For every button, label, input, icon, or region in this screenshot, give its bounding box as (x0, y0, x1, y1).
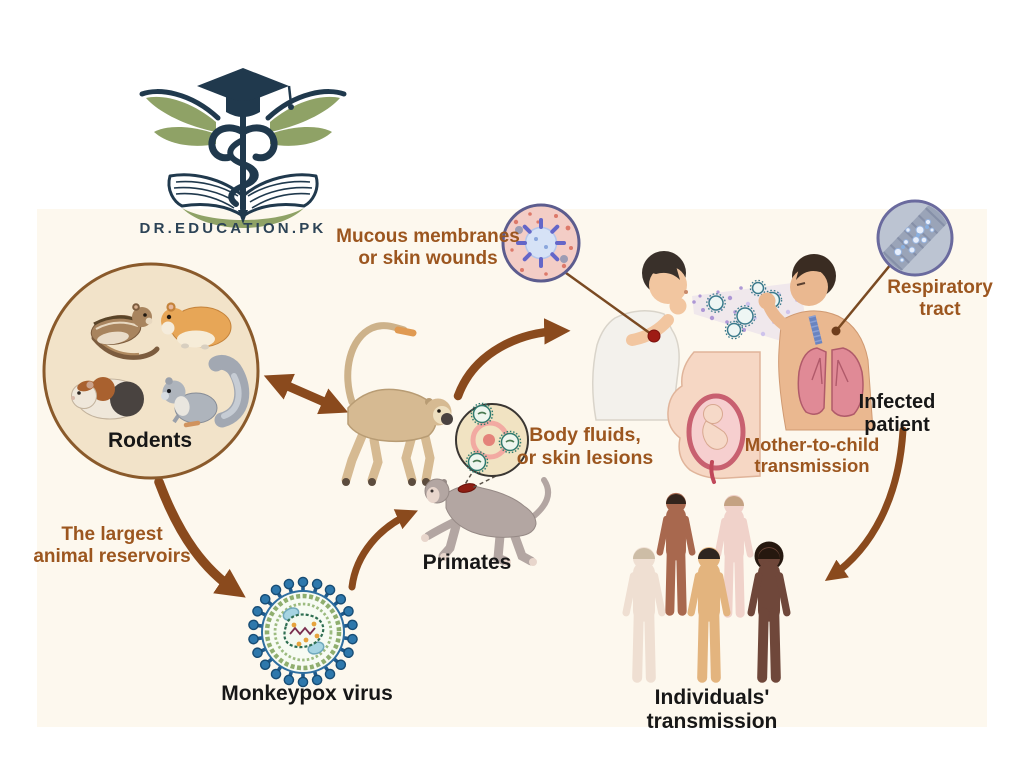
lung-marker-dot (831, 326, 841, 336)
respiratory-tract-label: Respiratory tract (887, 277, 993, 321)
rodents-label: Rodents (108, 429, 192, 452)
individuals-transmission-label: Individuals' transmission (646, 686, 778, 734)
langur-monkey-illustration (341, 322, 453, 486)
arrow-patient-individuals (824, 426, 907, 581)
arm-lesion-dot (647, 329, 661, 343)
body-fluids-magnifier (455, 402, 529, 477)
arrow-rodents-primates (263, 373, 349, 415)
graduation-cap-icon (197, 68, 289, 104)
mucous-membranes-magnifier (501, 203, 581, 283)
chipmunk-illustration (90, 303, 160, 360)
brand-wordmark: DR.EDUCATION.PK (139, 220, 327, 237)
mother-fetus-illustration (667, 351, 761, 484)
hamster-illustration (161, 302, 232, 350)
arrow-virus-primates (348, 509, 418, 591)
dr-education-logo (139, 68, 347, 228)
infected-patient-label: Infected patient (858, 391, 936, 437)
monkeypox-virus-label: Monkeypox virus (221, 682, 393, 705)
individuals-group-illustration (626, 493, 787, 678)
arrow-primates-human (453, 318, 571, 401)
baboon-monkey-illustration (421, 477, 552, 566)
guinea-pig-illustration (71, 377, 144, 420)
mucous-membranes-label: Mucous membranes or skin wounds (336, 226, 520, 270)
body-fluids-label: Body fluids, or skin lesions (516, 424, 654, 469)
squirrel-illustration (161, 354, 250, 428)
mother-to-child-label: Mother-to-child transmission (744, 434, 880, 477)
arrow-rodents-virus (154, 477, 246, 598)
rodents-circle (42, 262, 260, 480)
monkeypox-virus-illustration (246, 575, 360, 689)
infected-patient-illustration (758, 254, 874, 431)
callout-connectors (463, 263, 892, 489)
largest-reservoirs-label: The largest animal reservoirs (33, 524, 191, 568)
respiratory-tract-magnifier (876, 199, 954, 277)
primates-label: Primates (422, 551, 512, 574)
transmission-arrows (154, 318, 907, 598)
